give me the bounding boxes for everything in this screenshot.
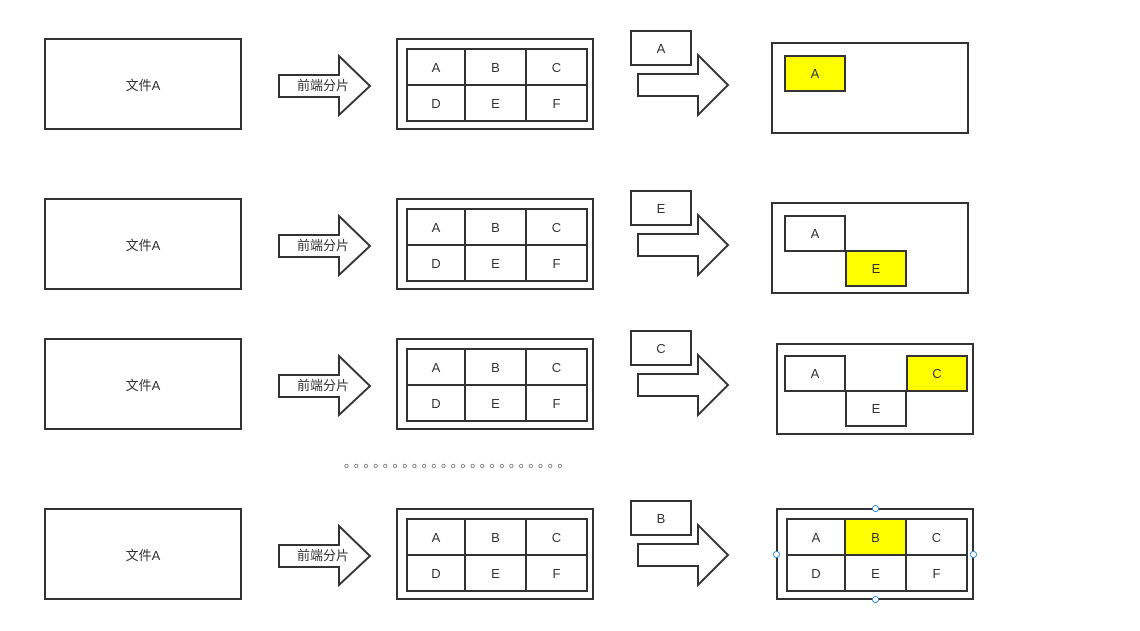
sent-chunk-label: A xyxy=(630,30,692,66)
merged-cell: C xyxy=(907,520,968,556)
sent-chunk-label: B xyxy=(630,500,692,536)
chunk-cell: D xyxy=(408,86,466,122)
chunk-grid-frame: A B C D E F xyxy=(396,508,594,600)
split-arrow-label: 前端分片 xyxy=(297,78,349,93)
received-chunk: A xyxy=(784,355,846,392)
sent-chunk-label: E xyxy=(630,190,692,226)
chunk-grid: A B C D E F xyxy=(406,518,588,592)
file-box: 文件A xyxy=(44,198,242,290)
split-arrow-label: 前端分片 xyxy=(297,378,349,393)
split-arrow-label: 前端分片 xyxy=(297,238,349,253)
chunk-cell: E xyxy=(466,556,527,592)
file-box: 文件A xyxy=(44,38,242,130)
merged-cell: E xyxy=(846,556,907,592)
chunk-grid-frame: A B C D E F xyxy=(396,338,594,430)
upload-arrow-icon xyxy=(637,352,730,418)
chunk-grid: A B C D E F xyxy=(406,348,588,422)
chunk-grid-frame: A B C D E F xyxy=(396,38,594,130)
chunk-cell: A xyxy=(408,50,466,86)
file-label: 文件A xyxy=(125,377,161,393)
file-label: 文件A xyxy=(125,237,161,253)
chunk-cell: F xyxy=(527,86,588,122)
chunk-cell: F xyxy=(527,386,588,422)
chunk-cell: C xyxy=(527,520,588,556)
merged-cell: D xyxy=(788,556,846,592)
received-chunk: A xyxy=(784,55,846,92)
chunk-cell: D xyxy=(408,246,466,282)
upload-arrow-icon xyxy=(637,52,730,118)
merged-result-frame[interactable]: A B C D E F xyxy=(776,508,974,600)
split-arrow-label: 前端分片 xyxy=(297,548,349,563)
server-result-frame: A C E xyxy=(776,343,974,435)
resize-handle-left[interactable] xyxy=(773,551,780,558)
split-arrow-icon: 前端分片 xyxy=(278,353,372,418)
chunk-cell: D xyxy=(408,386,466,422)
merged-grid: A B C D E F xyxy=(786,518,968,592)
file-label: 文件A xyxy=(125,77,161,93)
upload-arrow-icon xyxy=(637,212,730,278)
received-chunk: E xyxy=(845,250,907,287)
ellipsis-separator: 。。。。。。。。。。。。。。。。。。。。。。。 xyxy=(344,455,574,470)
chunk-cell: C xyxy=(527,350,588,386)
chunk-cell: F xyxy=(527,246,588,282)
chunk-cell: C xyxy=(527,210,588,246)
resize-handle-bottom[interactable] xyxy=(872,596,879,603)
chunk-cell: F xyxy=(527,556,588,592)
merged-cell: A xyxy=(788,520,846,556)
received-chunk: E xyxy=(845,390,907,427)
server-result-frame: A E xyxy=(771,202,969,294)
chunk-cell: A xyxy=(408,520,466,556)
split-arrow-icon: 前端分片 xyxy=(278,53,372,118)
split-arrow-icon: 前端分片 xyxy=(278,213,372,278)
file-box: 文件A xyxy=(44,338,242,430)
chunk-cell: C xyxy=(527,50,588,86)
resize-handle-right[interactable] xyxy=(970,551,977,558)
chunk-grid: A B C D E F xyxy=(406,208,588,282)
received-chunk: A xyxy=(784,215,846,252)
sent-chunk-label: C xyxy=(630,330,692,366)
merged-cell: F xyxy=(907,556,968,592)
received-chunk: C xyxy=(906,355,968,392)
chunk-cell: B xyxy=(466,50,527,86)
chunk-cell: E xyxy=(466,246,527,282)
resize-handle-top[interactable] xyxy=(872,505,879,512)
chunk-cell: B xyxy=(466,210,527,246)
chunk-cell: D xyxy=(408,556,466,592)
chunk-grid-frame: A B C D E F xyxy=(396,198,594,290)
chunk-cell: B xyxy=(466,350,527,386)
chunk-cell: E xyxy=(466,386,527,422)
file-label: 文件A xyxy=(125,547,161,563)
chunk-cell: A xyxy=(408,210,466,246)
upload-arrow-icon xyxy=(637,522,730,588)
server-result-frame: A xyxy=(771,42,969,134)
chunk-cell: A xyxy=(408,350,466,386)
chunk-cell: B xyxy=(466,520,527,556)
file-box: 文件A xyxy=(44,508,242,600)
merged-cell: B xyxy=(846,520,907,556)
chunk-cell: E xyxy=(466,86,527,122)
split-arrow-icon: 前端分片 xyxy=(278,523,372,588)
chunk-grid: A B C D E F xyxy=(406,48,588,122)
